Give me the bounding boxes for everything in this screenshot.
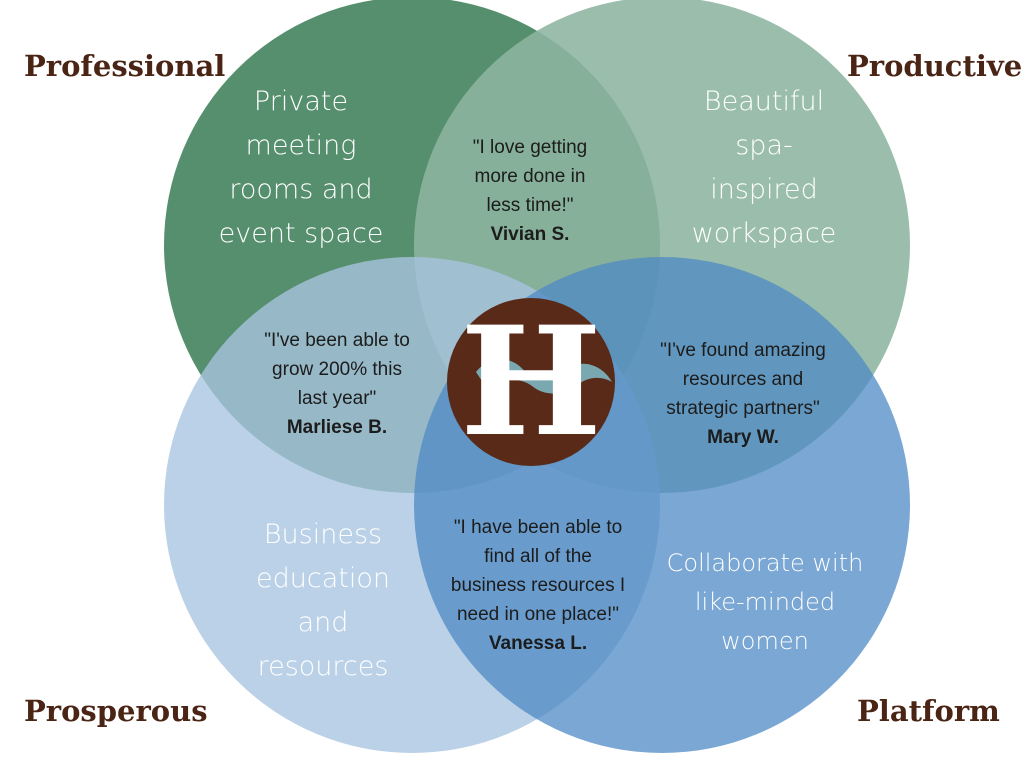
testimonial-line: "I've found amazing [660,340,826,361]
testimonial-author: Marliese B. [286,417,388,438]
feature-line: event space [218,218,384,249]
feature-platform: Collaborate with like-minded women [667,544,864,661]
testimonial-line: need in one place!" [456,604,620,625]
testimonial-line: "I have been able to [453,517,623,538]
feature-line: rooms and [229,174,373,205]
feature-line: and [297,607,349,638]
testimonial-line: resources and [682,369,804,390]
testimonial-line: find all of the [484,546,592,567]
feature-line: education [256,563,390,594]
label-professional: Professional [24,49,226,83]
feature-prosperous: Business education and resources [256,513,390,689]
testimonial-left: "I've been able to grow 200% this last y… [264,326,410,442]
feature-productive: Beautiful spa- inspired workspace [692,80,837,256]
testimonial-author: Vivian S. [490,224,570,245]
logo-icon [447,298,615,466]
testimonial-line: "I love getting [472,137,588,158]
testimonial-line: more done in [474,166,586,187]
testimonial-line: last year" [297,388,377,409]
testimonial-bottom: "I have been able to find all of the bus… [451,513,625,658]
feature-line: meeting [245,130,357,161]
testimonial-author: Vanessa L. [488,633,588,654]
testimonial-right: "I've found amazing resources and strate… [660,336,826,452]
feature-line: Business [263,519,383,550]
testimonial-line: less time!" [486,195,574,216]
feature-line: like-minded [694,588,836,616]
testimonial-top: "I love getting more done in less time!"… [473,133,587,249]
feature-line: Beautiful [703,86,825,117]
testimonial-line: "I've been able to [264,330,410,351]
label-platform: Platform [857,694,1000,728]
feature-line: women [721,627,809,655]
feature-line: resources [257,651,389,682]
testimonial-line: grow 200% this [272,359,402,380]
label-productive: Productive [847,49,1023,83]
testimonial-line: business resources I [450,575,626,596]
feature-line: spa- [735,130,793,161]
testimonial-line: strategic partners" [666,398,820,419]
feature-professional: Private meeting rooms and event space [219,80,384,256]
label-prosperous: Prosperous [24,694,208,728]
feature-line: Private [253,86,349,117]
feature-line: workspace [691,218,837,249]
logo-swash [476,359,612,394]
testimonial-author: Mary W. [707,427,779,448]
feature-line: Collaborate with [666,549,864,577]
feature-line: inspired [710,174,818,205]
logo-letter: H [460,294,602,470]
